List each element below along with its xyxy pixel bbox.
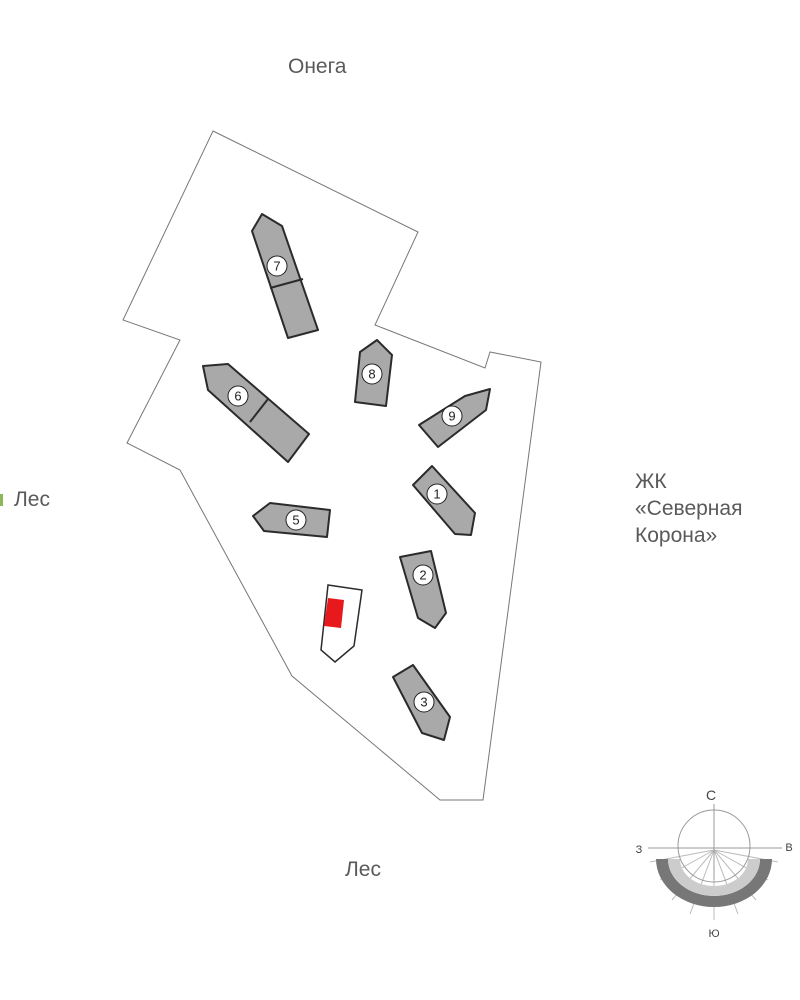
forest-marker [0,494,3,506]
building-8[interactable]: 8 [354,339,393,407]
site-boundary [122,130,542,801]
building-number-circle [266,255,288,277]
label-forest-south: Лес [345,858,381,881]
building-7[interactable]: 7 [251,213,319,339]
building-5[interactable]: 5 [252,502,331,538]
building-3[interactable]: 3 [392,664,451,741]
building-number-circle [361,363,383,385]
building-selected[interactable] [320,584,363,663]
building-6[interactable]: 6 [202,363,310,463]
building-number: 1 [433,487,440,502]
building-number-circle [227,385,249,407]
compass-west: З [636,844,643,856]
highlighted-unit [324,598,344,628]
label-severnaya-korona: ЖК «Северная Корона» [635,468,742,549]
building-number: 8 [368,367,375,382]
compass-south: Ю [708,928,719,940]
section-divider [249,398,269,423]
building-number-circle [285,509,307,531]
building-9[interactable]: 9 [418,388,491,448]
section-divider [269,278,304,289]
building-1[interactable]: 1 [412,465,476,536]
building-number: 2 [419,568,426,583]
building-number: 7 [273,259,280,274]
building-number: 3 [420,695,427,710]
building-number-circle [412,564,434,586]
label-onega: Онега [288,55,347,78]
compass-rose-icon: С З В Ю [636,787,793,940]
label-line: «Северная [635,497,743,520]
building-number: 5 [292,513,299,528]
building-number-circle [426,483,448,505]
compass-north: С [706,787,716,803]
building-number-circle [441,405,463,427]
building-number-circle [413,691,435,713]
building-2[interactable]: 2 [399,550,447,629]
compass-east: В [785,842,792,854]
label-line: ЖК [635,470,667,493]
label-line: Корона» [635,524,718,547]
label-forest-west: Лес [14,488,50,511]
building-number: 6 [234,389,241,404]
building-number: 9 [448,409,455,424]
